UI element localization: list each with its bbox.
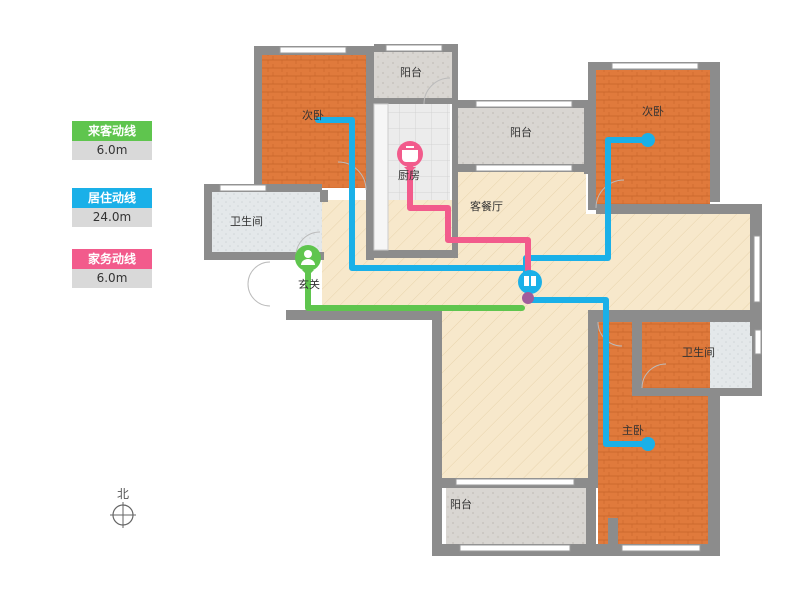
dining-south-floor [442, 310, 588, 478]
circulation-paths [305, 117, 651, 447]
compass-north-label: 北 [117, 487, 129, 501]
living-path-west [315, 117, 529, 271]
kitchen-pot-icon [397, 141, 423, 173]
bath-west-floor [212, 192, 322, 252]
label-bedroom-ne: 次卧 [642, 104, 664, 118]
guest-path [305, 259, 525, 311]
legend-chores: 家务动线 6.0m [72, 249, 152, 288]
hub-icon-door-2 [531, 276, 536, 286]
legend-chores-value: 6.0m [72, 269, 152, 288]
hub-marker [518, 270, 542, 304]
floors [212, 52, 754, 544]
endpoint-bedroom-ne [641, 133, 655, 147]
entry-person-icon [295, 245, 321, 276]
label-balcony-top: 阳台 [400, 65, 422, 79]
chores-end-icon [522, 292, 534, 304]
legend-guest-label: 来客动线 [72, 121, 152, 141]
windows [219, 44, 762, 552]
label-bath-east: 卫生间 [682, 345, 715, 359]
hub-icon-door [524, 276, 529, 286]
legend-chores-label: 家务动线 [72, 249, 152, 269]
label-balcony-mid: 阳台 [510, 125, 532, 139]
label-bedroom-nw: 次卧 [302, 108, 324, 122]
kitchen-counter [373, 103, 389, 251]
label-kitchen: 厨房 [398, 169, 420, 182]
balcony-mid-floor [458, 108, 584, 164]
label-entry: 玄关 [298, 277, 320, 291]
living-path-southeast [523, 297, 651, 447]
balcony-bottom-floor [446, 488, 586, 544]
legend-living-label: 居住动线 [72, 188, 152, 208]
master-floor [598, 320, 710, 544]
balcony-top-floor [374, 52, 452, 98]
compass: 北 [110, 487, 136, 528]
label-master: 主卧 [622, 424, 644, 437]
endpoint-master [641, 437, 655, 451]
label-balcony-bottom: 阳台 [450, 497, 472, 511]
room-labels: 次卧 阳台 阳台 次卧 厨房 客餐厅 卫生间 玄关 卫生间 主卧 阳台 [230, 65, 715, 511]
label-living-dining: 客餐厅 [470, 199, 503, 213]
chores-path [407, 155, 531, 299]
legend-guest: 来客动线 6.0m [72, 121, 152, 160]
label-bath-west: 卫生间 [230, 214, 263, 228]
legend-living-value: 24.0m [72, 208, 152, 227]
living-hub-icon [518, 270, 542, 294]
path-endpoints [641, 133, 655, 451]
living-east-floor [586, 214, 750, 310]
legend-living: 居住动线 24.0m [72, 188, 152, 227]
legend-guest-value: 6.0m [72, 141, 152, 160]
